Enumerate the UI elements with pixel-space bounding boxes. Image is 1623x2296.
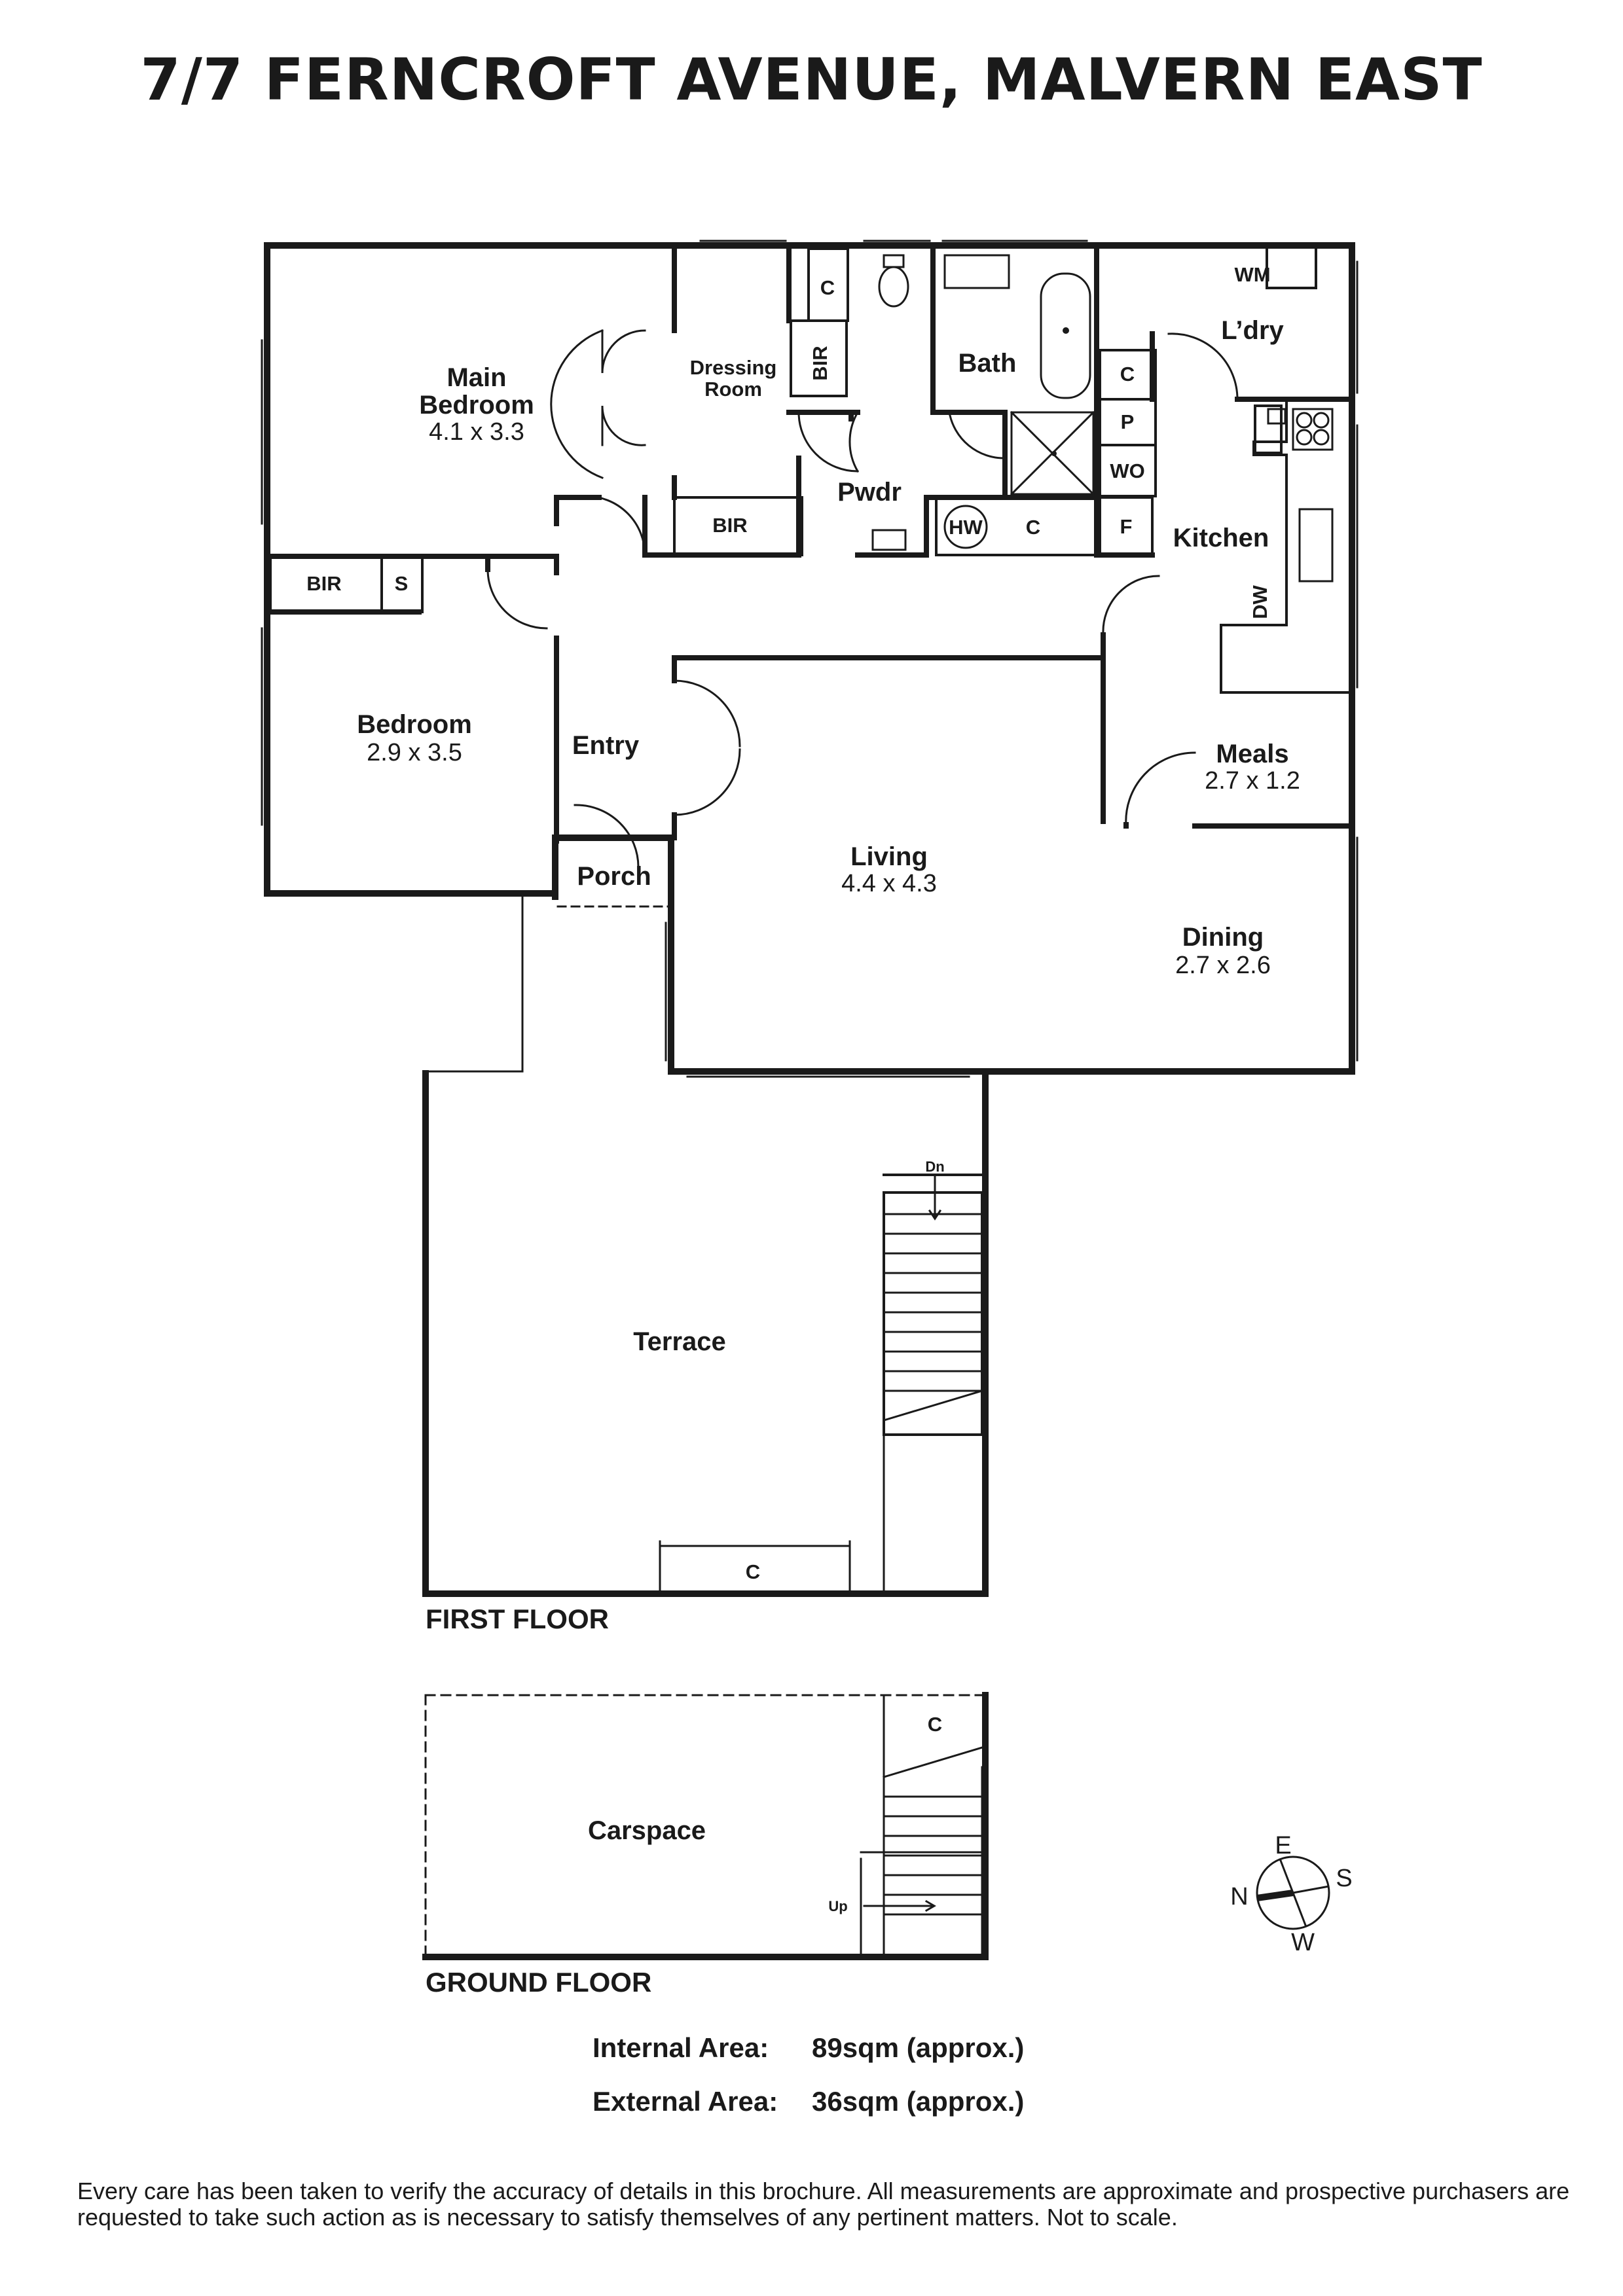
meals-dims: 2.7 x 1.2	[1205, 767, 1300, 795]
laundry-label: L’dry	[1221, 316, 1284, 345]
kitchen-label: Kitchen	[1173, 524, 1269, 552]
compass-s: S	[1336, 1865, 1352, 1892]
terrace-outline	[424, 892, 885, 1955]
cupboard-label-terrace: C	[746, 1560, 760, 1583]
property-title: 7/7 FERNCROFT AVENUE, MALVERN EAST	[140, 46, 1483, 113]
cupboard-label-dressing: C	[820, 276, 835, 299]
up-label: Up	[828, 1898, 847, 1914]
disclaimer: Every care has been taken to verify the …	[77, 2178, 1570, 2231]
entry-label: Entry	[572, 731, 640, 760]
cupboard-label-hall: C	[1026, 516, 1040, 539]
door-swings	[486, 329, 1239, 869]
external-area-value: 36sqm (approx.)	[812, 2086, 1025, 2117]
compass-icon	[1256, 1856, 1330, 1930]
fridge-label: F	[1120, 515, 1133, 538]
meals-label: Meals	[1216, 740, 1288, 768]
pantry-label: P	[1121, 410, 1135, 433]
bedroom-label: Bedroom	[357, 710, 472, 739]
internal-area-value: 89sqm (approx.)	[812, 2032, 1025, 2063]
main-bedroom-label-2: Bedroom	[419, 391, 534, 420]
cupboard-label-ground: C	[928, 1713, 942, 1736]
bir-label-hall: BIR	[712, 514, 747, 537]
dining-label: Dining	[1182, 923, 1264, 952]
carspace-label: Carspace	[588, 1816, 706, 1845]
terrace-label: Terrace	[633, 1327, 726, 1356]
wm-label: WM	[1234, 263, 1270, 286]
living-label: Living	[850, 842, 928, 871]
shelf-label: S	[395, 572, 409, 595]
stair-treads	[860, 1213, 983, 1958]
dw-label: DW	[1249, 584, 1271, 619]
windows	[261, 240, 1359, 1078]
wo-label: WO	[1110, 459, 1144, 482]
exterior-walls	[264, 242, 1355, 1960]
external-area-label: External Area:	[593, 2086, 778, 2117]
cooktop	[1292, 408, 1334, 451]
bath-label: Bath	[958, 349, 1017, 378]
compass-n: N	[1230, 1883, 1248, 1910]
dressing-label-2: Room	[704, 378, 762, 401]
first-floor-label: FIRST FLOOR	[426, 1604, 609, 1634]
joinery	[269, 244, 1350, 1436]
stair-arrows	[863, 1174, 942, 1912]
down-label: Dn	[925, 1158, 944, 1175]
porch-label: Porch	[577, 862, 651, 891]
living-dims: 4.4 x 4.3	[841, 870, 937, 897]
compass-e: E	[1275, 1832, 1291, 1859]
bedroom-dims: 2.9 x 3.5	[367, 739, 462, 766]
hw-label: HW	[949, 516, 983, 539]
pwdr-label: Pwdr	[837, 478, 902, 507]
bir-label-dressing: BIR	[809, 346, 831, 380]
cupboard-label-laundry: C	[1120, 363, 1135, 386]
bir-label-bedroom: BIR	[306, 572, 341, 595]
compass-w: W	[1291, 1929, 1315, 1956]
internal-area-label: Internal Area:	[593, 2032, 769, 2063]
main-bedroom-label-1: Main	[447, 363, 506, 392]
main-bedroom-dims: 4.1 x 3.3	[429, 418, 524, 446]
plumbing-fixtures	[871, 254, 1334, 583]
dining-dims: 2.7 x 2.6	[1175, 952, 1271, 979]
dressing-label-1: Dressing	[690, 356, 777, 379]
ground-floor-label: GROUND FLOOR	[426, 1967, 652, 1998]
